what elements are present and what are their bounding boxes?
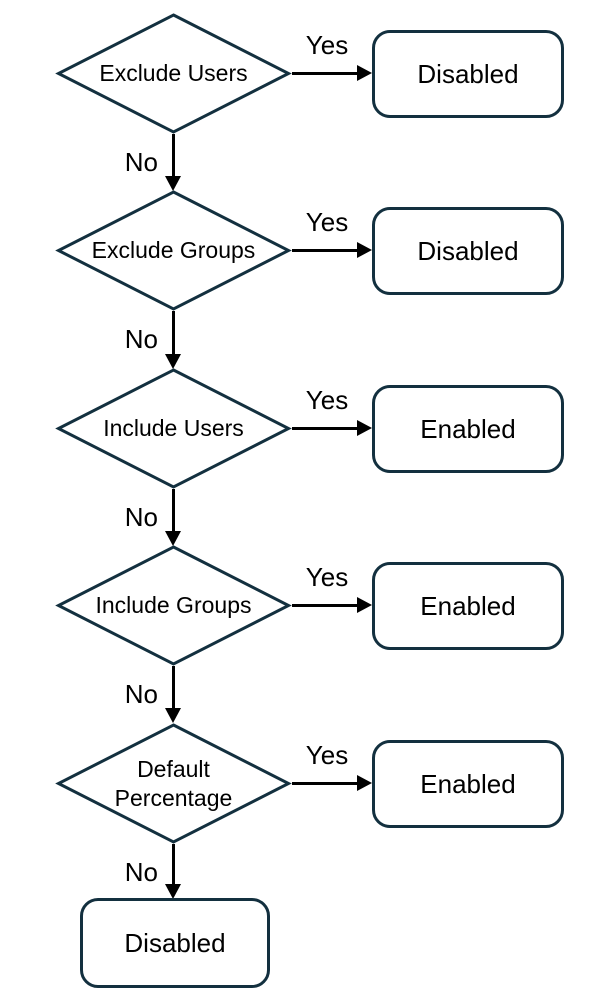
diamond-shape	[55, 368, 292, 489]
arrow-head-right-icon	[357, 420, 372, 436]
decision-label: Include Users	[103, 415, 244, 441]
result-node: Disabled	[372, 30, 564, 118]
no-branch-label: No	[124, 324, 158, 354]
result-node: Enabled	[372, 562, 564, 650]
arrow-line-vertical	[172, 311, 175, 355]
arrow-line-horizontal	[292, 604, 358, 607]
result-node: Enabled	[372, 385, 564, 473]
arrow-line-vertical	[172, 844, 175, 885]
decision-label: Exclude Users	[99, 60, 248, 86]
final-result-node: Disabled	[80, 898, 270, 988]
decision-label: Default Percentage	[114, 755, 233, 811]
no-branch-label: No	[124, 857, 158, 887]
decision-node-exclude-groups: Exclude Groups	[55, 190, 292, 311]
arrow-line-horizontal	[292, 427, 358, 430]
no-branch-label: No	[124, 679, 158, 709]
arrow-head-right-icon	[357, 597, 372, 613]
decision-node-include-groups: Include Groups	[55, 545, 292, 666]
diamond-shape	[55, 13, 292, 134]
arrow-head-down-icon	[165, 354, 181, 369]
no-branch-label: No	[124, 147, 158, 177]
arrow-head-right-icon	[357, 775, 372, 791]
decision-node-default-percentage: Default Percentage	[55, 723, 292, 844]
arrow-line-vertical	[172, 489, 175, 532]
diamond-shape	[55, 545, 292, 666]
arrow-head-right-icon	[357, 242, 372, 258]
arrow-head-down-icon	[165, 884, 181, 899]
decision-label: Include Groups	[95, 592, 252, 618]
result-node: Enabled	[372, 740, 564, 828]
decision-label: Exclude Groups	[91, 237, 256, 263]
arrow-line-vertical	[172, 666, 175, 709]
arrow-line-horizontal	[292, 72, 358, 75]
no-branch-label: No	[124, 502, 158, 532]
decision-node-exclude-users: Exclude Users	[55, 13, 292, 134]
arrow-head-right-icon	[357, 65, 372, 81]
yes-branch-label: Yes	[305, 562, 349, 592]
result-node: Disabled	[372, 207, 564, 295]
yes-branch-label: Yes	[305, 30, 349, 60]
arrow-line-horizontal	[292, 782, 358, 785]
decision-node-include-users: Include Users	[55, 368, 292, 489]
yes-branch-label: Yes	[305, 740, 349, 770]
arrow-line-horizontal	[292, 249, 358, 252]
arrow-head-down-icon	[165, 531, 181, 546]
arrow-head-down-icon	[165, 176, 181, 191]
arrow-head-down-icon	[165, 708, 181, 723]
diamond-shape	[55, 190, 292, 311]
yes-branch-label: Yes	[305, 385, 349, 415]
yes-branch-label: Yes	[305, 207, 349, 237]
arrow-line-vertical	[172, 134, 175, 177]
diamond-shape	[55, 723, 292, 844]
